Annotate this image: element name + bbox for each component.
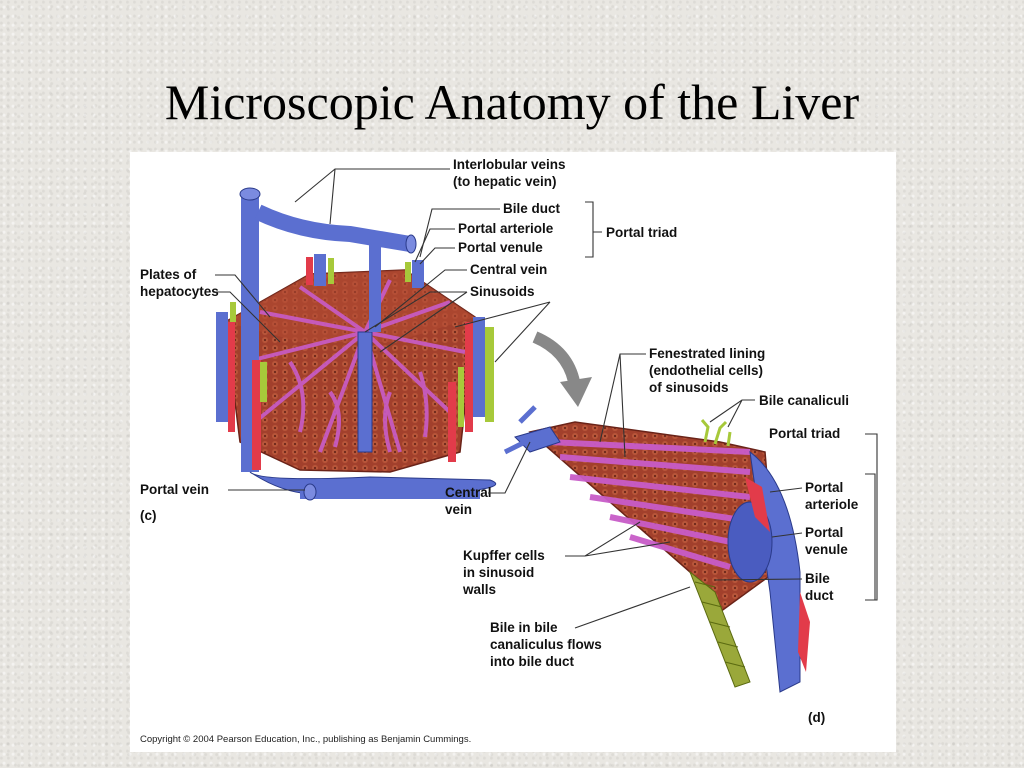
svg-text:(endothelial cells): (endothelial cells): [649, 363, 763, 378]
label-panel-c: (c): [140, 508, 157, 523]
zoom-arrow: [532, 331, 581, 389]
sinusoid-closeup-illustration: [503, 405, 810, 693]
svg-text:into bile duct: into bile duct: [490, 654, 574, 669]
label-interlobular-veins: Interlobular veins: [453, 157, 566, 172]
svg-text:hepatocytes: hepatocytes: [140, 284, 219, 299]
svg-text:canaliculus flows: canaliculus flows: [490, 637, 602, 652]
label-bile-duct-d: Bile: [805, 571, 830, 586]
label-portal-venule-d: Portal: [805, 525, 843, 540]
interlobular-vein-branch: [254, 204, 412, 252]
lobule-illustration: [216, 187, 497, 501]
label-panel-d: (d): [808, 710, 825, 725]
label-fenestrated-lining: Fenestrated lining: [649, 346, 765, 361]
labels-panel-c: Interlobular veins (to hepatic vein) Bil…: [140, 157, 677, 523]
svg-text:duct: duct: [805, 588, 834, 603]
label-portal-triad-right: Portal triad: [769, 426, 840, 441]
slide-title: Microscopic Anatomy of the Liver: [164, 74, 860, 130]
label-plates-of-hepatocytes: Plates of: [140, 267, 197, 282]
label-kupffer-cells: Kupffer cells: [463, 548, 545, 563]
portal-arteriole-d: [745, 477, 770, 532]
svg-text:vein: vein: [445, 502, 472, 517]
labels-panel-d: Fenestrated lining (endothelial cells) o…: [140, 346, 878, 745]
svg-text:venule: venule: [805, 542, 848, 557]
central-vein-d: [514, 426, 561, 453]
label-bile-flow: Bile in bile: [490, 620, 558, 635]
copyright-notice: Copyright © 2004 Pearson Education, Inc.…: [140, 734, 471, 745]
label-sinusoids: Sinusoids: [470, 284, 535, 299]
label-portal-vein: Portal vein: [140, 482, 209, 497]
svg-text:arteriole: arteriole: [805, 497, 859, 512]
liver-figure: Interlobular veins (to hepatic vein) Bil…: [130, 152, 896, 752]
svg-text:walls: walls: [462, 582, 496, 597]
central-vein-c: [357, 331, 373, 453]
svg-text:(to hepatic vein): (to hepatic vein): [453, 174, 557, 189]
label-central-vein-top: Central vein: [470, 262, 547, 277]
label-portal-arteriole-top: Portal arteriole: [458, 221, 554, 236]
label-portal-triad-top: Portal triad: [606, 225, 677, 240]
label-central-vein-d: Central: [445, 485, 492, 500]
bile-canaliculi-d: [700, 419, 732, 447]
label-bile-duct-top: Bile duct: [503, 201, 561, 216]
label-bile-canaliculi: Bile canaliculi: [759, 393, 849, 408]
label-portal-venule-top: Portal venule: [458, 240, 543, 255]
label-portal-arteriole-d: Portal: [805, 480, 843, 495]
liver-diagram: Interlobular veins (to hepatic vein) Bil…: [140, 157, 878, 745]
svg-text:in sinusoid: in sinusoid: [463, 565, 534, 580]
svg-text:of sinusoids: of sinusoids: [649, 380, 729, 395]
portal-triads-c: [216, 254, 494, 470]
